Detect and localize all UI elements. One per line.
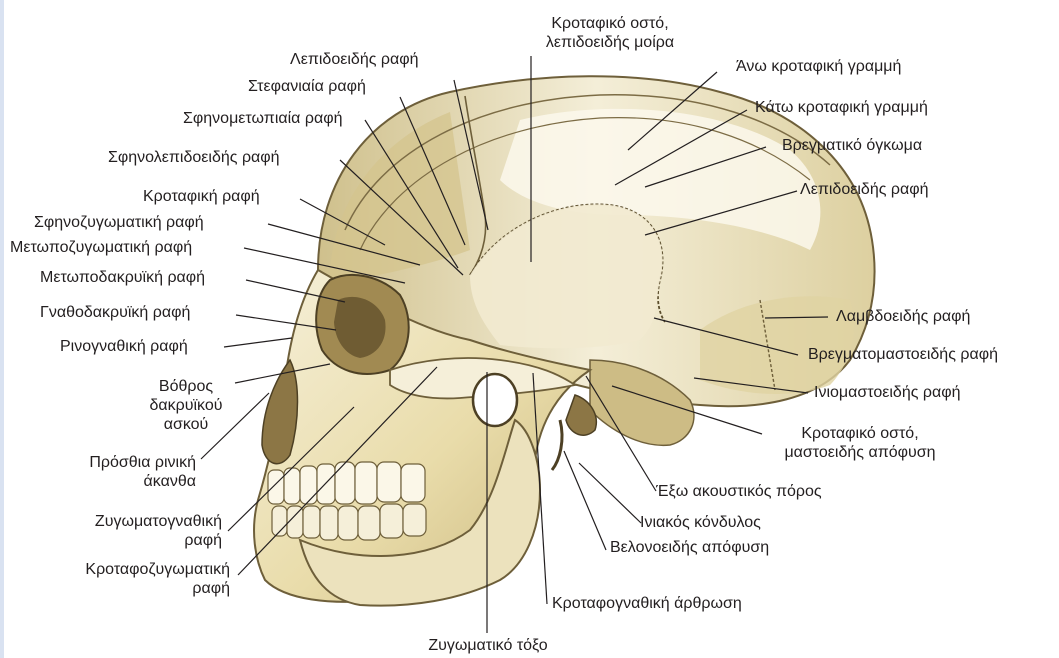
nasal-aperture: [262, 360, 298, 464]
label-velonoeidis-apofysi: Βελονοειδής απόφυση: [610, 538, 769, 557]
label-mastoeidis-line2: μαστοειδής απόφυση: [765, 443, 955, 462]
leader-iniakos: [579, 463, 641, 523]
label-sfinometopiaia-rafi: Σφηνομετωπιαία ραφή: [183, 109, 343, 128]
label-krotafiko-lepidoeidis-line2: λεπιδοειδής μοίρα: [520, 33, 700, 52]
label-sfinozygomatiki-rafi: Σφηνοζυγωματική ραφή: [34, 213, 204, 232]
label-akantha-line2: άκανθα: [60, 472, 196, 491]
label-ano-krotafiki-grammi: Άνω κροταφική γραμμή: [736, 57, 901, 76]
label-mastoeidis-line1: Κροταφικό οστό,: [765, 424, 955, 443]
leader-rinognathiki: [224, 338, 292, 347]
label-metopodakryiki-rafi: Μετωποδακρυϊκή ραφή: [40, 268, 205, 287]
label-akantha-line1: Πρόσθια ρινική: [60, 453, 196, 472]
styloid-process: [552, 420, 562, 470]
label-vregmatiko-ogkoma: Βρεγματικό όγκωμα: [782, 136, 922, 155]
label-zygomatognathiki-line1: Ζυγωματογναθική: [40, 512, 222, 531]
label-metopozygomatiki-rafi: Μετωποζυγωματική ραφή: [10, 238, 192, 257]
label-vothros-line3: ασκού: [136, 415, 236, 434]
label-krotafiki-rafi: Κροταφική ραφή: [143, 187, 260, 206]
label-gnathodakryiki-rafi: Γναθοδακρυϊκή ραφή: [40, 303, 190, 322]
label-vregmatomastoeidis-rafi: Βρεγματομαστοειδής ραφή: [808, 345, 998, 364]
label-akoustikos-poros: Έξω ακουστικός πόρος: [656, 482, 822, 501]
label-krotafiko-lepidoeidis-line1: Κροταφικό οστό,: [520, 14, 700, 33]
label-zygomatiko-toxo: Ζυγωματικό τόξο: [417, 636, 559, 655]
label-lepidoeidis-rafi-top: Λεπιδοειδής ραφή: [290, 50, 419, 69]
label-sfinolepidoeidis-rafi: Σφηνολεπιδοειδής ραφή: [108, 148, 280, 167]
label-stefaniaia-rafi: Στεφανιαία ραφή: [248, 77, 366, 96]
label-iniakos-kondylos: Ινιακός κόνδυλος: [640, 513, 761, 532]
label-kato-krotafiki-grammi: Κάτω κροταφική γραμμή: [755, 98, 928, 117]
label-krotafozygomatiki-line1: Κροταφοζυγωματική: [30, 560, 230, 579]
label-rinognathiki-rafi: Ρινογναθική ραφή: [60, 337, 188, 356]
label-vothros-line2: δακρυϊκού: [136, 396, 236, 415]
leader-velonoeidis: [564, 451, 606, 550]
label-iniomastoeidis-rafi: Ινιομαστοειδής ραφή: [814, 383, 961, 402]
label-vothros-line1: Βόθρος: [136, 377, 236, 396]
label-krotafozygomatiki-line2: ραφή: [30, 579, 230, 598]
label-lamvdoeidis-rafi: Λαμβδοειδής ραφή: [836, 307, 970, 326]
label-zygomatognathiki-line2: ραφή: [40, 531, 222, 550]
label-krotafognathiki-arthrosi: Κροταφογναθική άρθρωση: [552, 594, 742, 613]
label-lepidoeidis-rafi-right: Λεπιδοειδής ραφή: [800, 180, 929, 199]
external-acoustic-meatus: [473, 374, 517, 426]
